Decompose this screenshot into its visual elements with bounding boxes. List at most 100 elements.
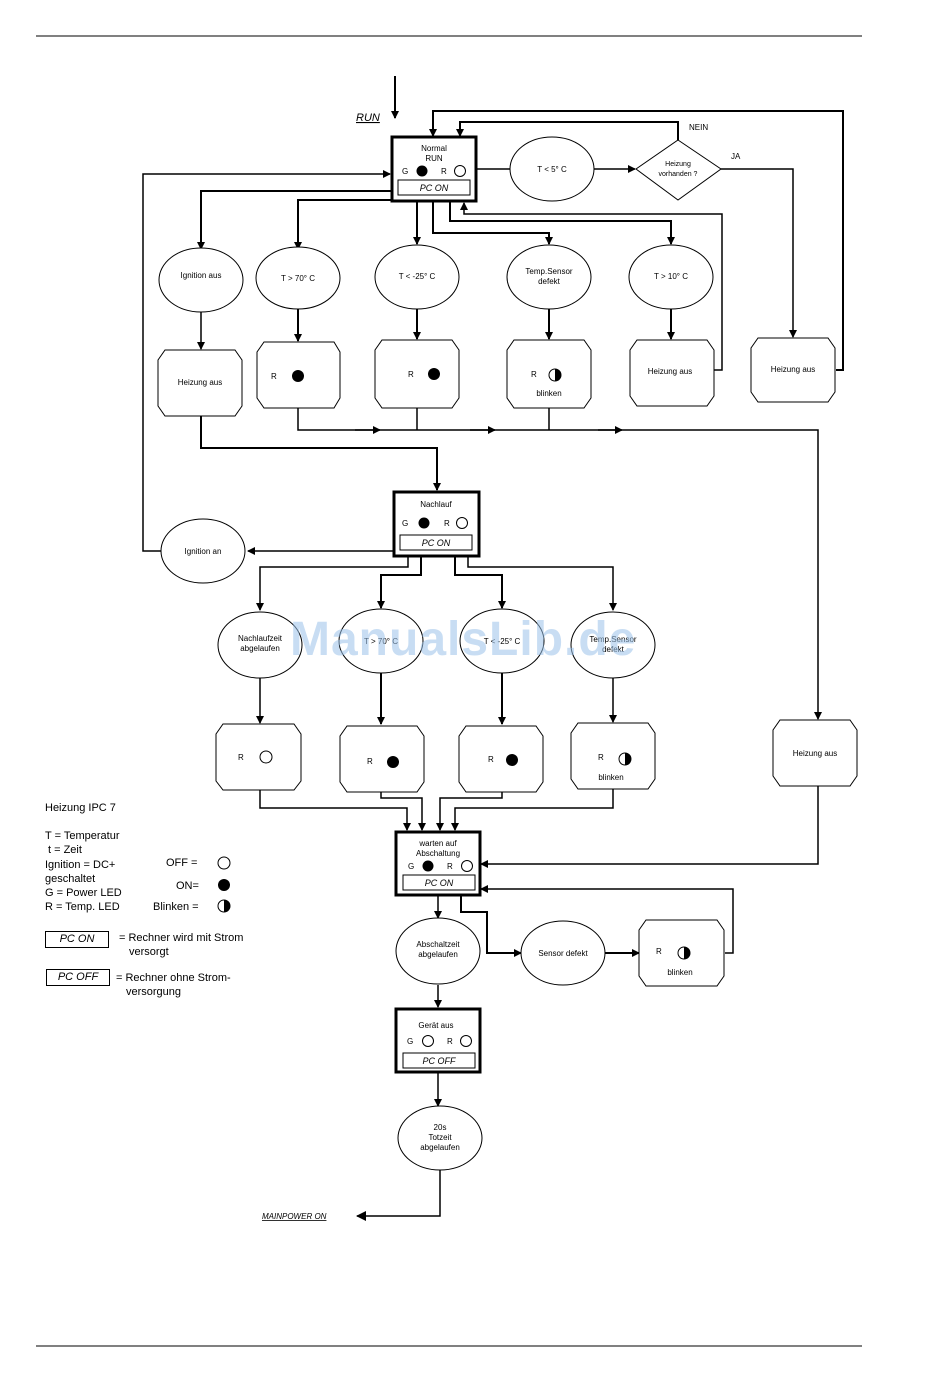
- r-label-8: R: [656, 947, 662, 956]
- abschaltzeit-2: abgelaufen: [418, 950, 458, 959]
- nachlauf-g-label: G: [402, 519, 408, 528]
- watermark: ManualsLib.de: [290, 613, 637, 666]
- led-on-icon: [292, 370, 304, 382]
- t-gt70-top-label: T > 70° C: [281, 274, 315, 283]
- legend-pc-on-box: PC ON: [45, 931, 109, 948]
- led-blink-icon: [677, 946, 691, 960]
- warten-r-label: R: [447, 862, 453, 871]
- action-heizung-aus-right: [750, 337, 836, 403]
- r-label-6: R: [488, 755, 494, 764]
- legend-ignition-1: Ignition = DC+: [45, 859, 116, 871]
- cond-ignition-an: [160, 518, 246, 584]
- t-lt-25-mid-label: T < -25° C: [484, 637, 521, 646]
- r-label-2: R: [408, 370, 414, 379]
- led-on-icon: [422, 860, 434, 872]
- action-heizung-aus-mid: [629, 339, 715, 407]
- mainpower-label: MAINPOWER ON: [262, 1212, 327, 1221]
- heizung-vorhanden-1: Heizung: [665, 161, 691, 168]
- nachlauf-pc: PC ON: [422, 538, 451, 548]
- nachlauf-r-label: R: [444, 519, 450, 528]
- r-label-3: R: [531, 370, 537, 379]
- legend-on-icon: [218, 879, 230, 891]
- led-on-icon: [416, 165, 428, 177]
- led-on-icon: [428, 368, 440, 380]
- r-label-4: R: [238, 753, 244, 762]
- warten-pc: PC ON: [425, 878, 454, 888]
- geraet-r-label: R: [447, 1037, 453, 1046]
- state-geraet-aus: Gerät aus G R PC OFF: [394, 1007, 482, 1074]
- legend-pc-off-box: PC OFF: [46, 969, 110, 986]
- legend-blinken-label: Blinken =: [153, 901, 199, 913]
- run-label: RUN: [356, 112, 380, 124]
- cond-nachlaufzeit: [217, 611, 303, 679]
- legend-pc-off-desc-1: = Rechner ohne Strom-: [116, 972, 231, 984]
- normal-r-label: R: [441, 167, 447, 176]
- totzeit-3: abgelaufen: [420, 1143, 460, 1152]
- action-r-on-4: [458, 725, 544, 793]
- t-gt70-mid-label: T > 70° C: [364, 637, 398, 646]
- legend-on-label: ON=: [176, 880, 199, 892]
- legend-T: T = Temperatur: [45, 830, 120, 842]
- normal-title-2: RUN: [425, 154, 443, 163]
- legend-R: R = Temp. LED: [45, 901, 120, 913]
- cond-heizung-vorhanden: [635, 139, 722, 201]
- warten-title-1: warten auf: [418, 839, 457, 848]
- normal-title-1: Normal: [421, 144, 447, 153]
- blinken-label-mid: blinken: [598, 773, 623, 782]
- t-lt5-label: T < 5° C: [537, 165, 567, 174]
- cond-t-gt70-top: [255, 246, 341, 310]
- r-label-5: R: [367, 757, 373, 766]
- heizung-vorhanden-2: vorhanden ?: [659, 171, 698, 178]
- led-blink-icon: [548, 368, 562, 382]
- led-on-icon: [418, 517, 430, 529]
- action-r-blink-mid: [570, 722, 656, 790]
- led-off-icon: [456, 517, 468, 529]
- ignition-aus-top-label: Ignition aus: [181, 271, 222, 280]
- warten-title-2: Abschaltung: [416, 849, 460, 858]
- heizung-aus-mid-label: Heizung aus: [648, 367, 692, 376]
- cond-sensor-defekt-mid: [570, 611, 656, 679]
- legend-off-label: OFF =: [166, 857, 198, 869]
- state-normal-run: Normal RUN G R PC ON: [390, 135, 478, 203]
- legend-pc-off-desc-2: versorgung: [126, 986, 182, 998]
- cond-t-lt5: [509, 136, 595, 202]
- nachlaufzeit-1: Nachlaufzeit: [238, 634, 283, 643]
- cond-abschaltzeit: [395, 917, 481, 985]
- legend-off-icon: [217, 856, 231, 870]
- t-gt10-label: T > 10° C: [654, 272, 688, 281]
- state-nachlauf: Nachlauf G R PC ON: [392, 490, 481, 558]
- led-off-icon: [259, 750, 273, 764]
- blinken-label-bottom: blinken: [667, 968, 692, 977]
- r-label-1: R: [271, 372, 277, 381]
- totzeit-1: 20s: [434, 1123, 447, 1132]
- warten-g-label: G: [408, 862, 414, 871]
- legend-ignition-2: geschaltet: [45, 873, 96, 885]
- action-heizung-aus-left: [157, 349, 243, 417]
- led-off-icon: [422, 1035, 434, 1047]
- action-r-off: [215, 723, 302, 791]
- cond-ignition-aus-top: [158, 247, 244, 313]
- heizung-aus-far-label: Heizung aus: [793, 749, 837, 758]
- geraet-pc: PC OFF: [423, 1056, 457, 1066]
- abschaltzeit-1: Abschaltzeit: [416, 940, 460, 949]
- blinken-label-top: blinken: [536, 389, 561, 398]
- ignition-an-label: Ignition an: [185, 547, 222, 556]
- nein-label: NEIN: [689, 123, 708, 132]
- sensor-mid-2: defekt: [602, 645, 625, 654]
- r-label-7: R: [598, 753, 604, 762]
- cond-sensor-defekt-bottom: [520, 920, 606, 986]
- geraet-g-label: G: [407, 1037, 413, 1046]
- led-on-icon: [506, 754, 518, 766]
- legend-t: t = Zeit: [48, 844, 82, 856]
- normal-g-label: G: [402, 167, 408, 176]
- legend-pc-on-desc-1: = Rechner wird mit Strom: [119, 932, 244, 944]
- led-blink-icon: [618, 752, 632, 766]
- cond-t-gt10: [628, 244, 714, 310]
- cond-totzeit: [397, 1105, 483, 1171]
- sensor-top-2: defekt: [538, 277, 561, 286]
- geraet-title: Gerät aus: [418, 1021, 453, 1030]
- legend-pc-on-desc-2: versorgt: [129, 946, 169, 958]
- sensor-top-1: Temp.Sensor: [525, 267, 572, 276]
- action-heizung-aus-far: [772, 719, 858, 787]
